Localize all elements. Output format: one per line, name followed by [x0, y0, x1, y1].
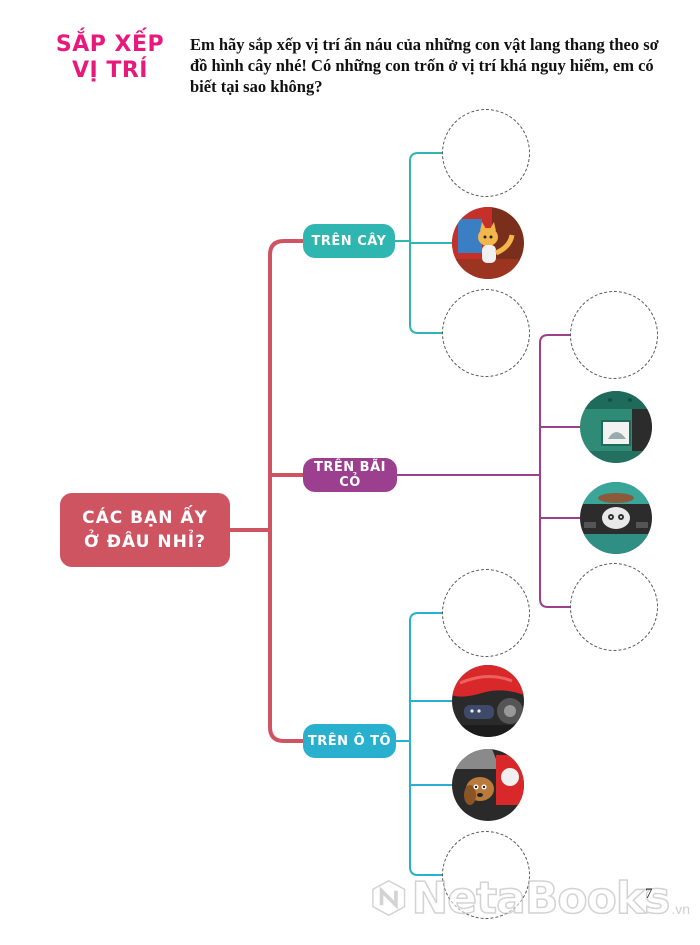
- page-number: 7: [645, 886, 653, 902]
- branch-on-grass: TRÊN BÃI CỎ: [303, 458, 397, 492]
- root-line-1: CÁC BẠN ẤY: [82, 508, 208, 528]
- watermark: NetaBooks .vn: [370, 868, 690, 928]
- dog-near-car-picture[interactable]: [452, 749, 524, 821]
- watermark-brand: NetaBooks: [411, 872, 671, 925]
- cat-under-red-car-picture[interactable]: [452, 665, 524, 737]
- tree-branch-lines: [395, 152, 452, 334]
- animal-in-container-picture[interactable]: [580, 391, 652, 463]
- watermark-suffix: .vn: [671, 901, 690, 917]
- cat-under-car-picture[interactable]: [580, 482, 652, 554]
- branch-on-car: TRÊN Ô TÔ: [303, 724, 396, 758]
- main-spine: [268, 239, 303, 743]
- empty-slot-circle[interactable]: [442, 109, 530, 197]
- empty-slot-circle[interactable]: [442, 831, 530, 919]
- car-branch-lines: [396, 612, 452, 876]
- empty-slot-circle[interactable]: [570, 563, 658, 651]
- page-title: SẮP XẾP VỊ TRÍ: [40, 32, 180, 84]
- empty-slot-circle[interactable]: [442, 569, 530, 657]
- title-line-2: VỊ TRÍ: [71, 58, 148, 83]
- grass-branch-lines: [397, 334, 580, 608]
- branch-on-tree: TRÊN CÂY: [303, 224, 395, 258]
- cat-on-tree-picture[interactable]: [452, 207, 524, 279]
- root-node: CÁC BẠN ẤY Ở ĐÂU NHỈ?: [60, 493, 230, 567]
- empty-slot-circle[interactable]: [570, 291, 658, 379]
- empty-slot-circle[interactable]: [442, 289, 530, 377]
- title-line-1: SẮP XẾP: [55, 32, 165, 57]
- root-line-2: Ở ĐÂU NHỈ?: [83, 532, 206, 552]
- watermark-logo-icon: [372, 879, 406, 917]
- instructions-text: Em hãy sắp xếp vị trí ẩn náu của những c…: [190, 35, 659, 96]
